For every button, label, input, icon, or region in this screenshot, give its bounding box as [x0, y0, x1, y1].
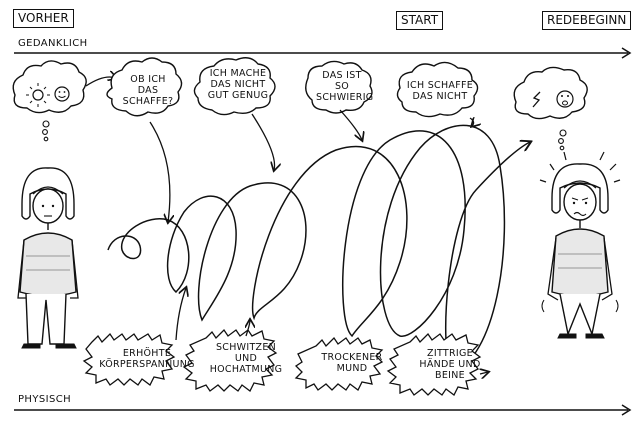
anxious-person-figure	[539, 151, 621, 339]
symptom-burst-2	[182, 328, 278, 392]
thought-text-4: ICH SCHAFFE DAS NICHT	[406, 80, 474, 102]
connector-symptom-1	[175, 288, 186, 341]
connector-thought-3	[339, 109, 362, 140]
physical-axis-arrowhead	[621, 404, 632, 416]
symptom-text-1: ERHÖHTE KÖRPERSPANNUNG	[99, 348, 195, 370]
thought-cloud-4	[396, 61, 479, 118]
symptom-burst-3	[294, 336, 384, 391]
calm-person-figure	[17, 167, 79, 349]
thought-text-1: OB ICH DAS SCHAFFE?	[122, 74, 174, 107]
thought-cloud-3	[305, 60, 373, 114]
smiley-icon	[54, 86, 70, 102]
escalation-spiral	[107, 124, 530, 373]
symptom-text-3: TROCKENER MUND	[321, 352, 383, 374]
thought-cloud-1	[106, 57, 183, 117]
thought-text-3: DAS IST SO SCHWIERIG	[316, 70, 374, 103]
happy-thought-cloud	[12, 60, 87, 142]
header-speech-start: REDEBEGINN	[542, 11, 632, 30]
frightened-face-icon	[556, 90, 574, 108]
header-before: VORHER	[13, 9, 74, 28]
connector-symptom-4	[480, 372, 488, 374]
row-label-physical: PHYSISCH	[18, 394, 72, 405]
connector-symptom-2	[246, 320, 250, 337]
anxious-thought-cloud	[513, 66, 588, 151]
symptom-burst-4	[386, 332, 482, 396]
symptom-text-4: ZITTRIGE HÄNDE UND BEINE	[419, 348, 481, 381]
thought-cloud-2	[193, 57, 276, 116]
row-label-mental: GEDANKLICH	[18, 38, 88, 49]
header-start: START	[396, 11, 444, 30]
connector-thought-1	[149, 121, 170, 222]
thought-text-2: ICH MACHE DAS NICHT GUT GENUG	[207, 68, 269, 101]
symptom-text-2: SCHWITZEN UND HOCHATMUNG	[209, 342, 283, 375]
symptom-burst-1	[82, 332, 176, 386]
sun-icon	[32, 89, 44, 101]
mental-axis-arrowhead	[621, 47, 632, 59]
connector-thought-2	[251, 113, 275, 170]
lightning-icon	[532, 91, 541, 108]
connector-thought-4	[469, 118, 474, 126]
